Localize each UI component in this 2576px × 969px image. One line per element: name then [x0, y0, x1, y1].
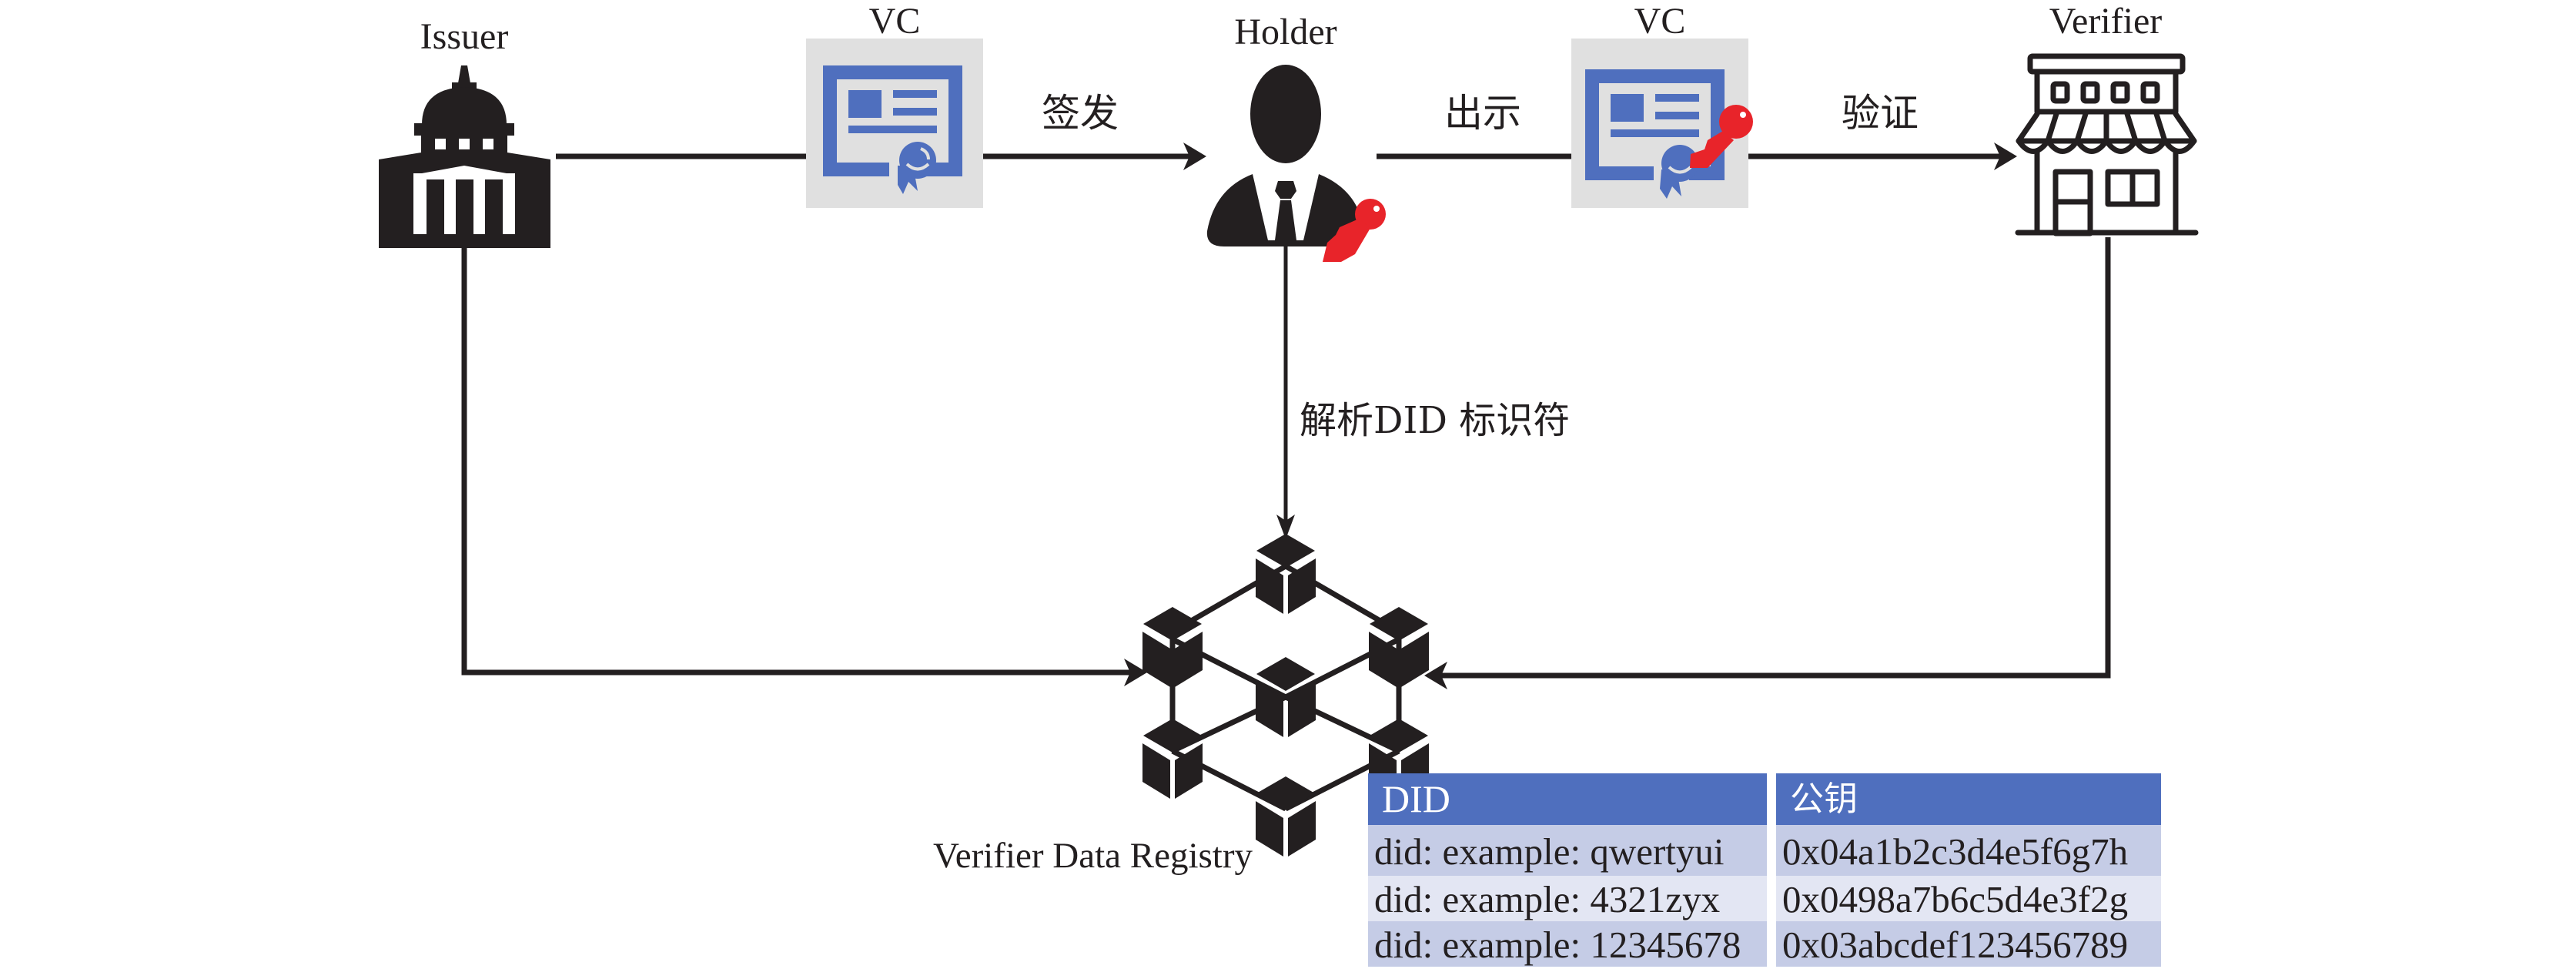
certificate-with-key-icon	[1571, 39, 1753, 208]
edge-label-verify: 验证	[1842, 91, 1919, 136]
edge-verifier-to-registry	[1441, 237, 2111, 679]
block-cube-icon	[1256, 776, 1316, 857]
person-with-key-icon	[1206, 65, 1386, 262]
edge-label-resolve: 解析DID 标识符	[1300, 399, 1571, 442]
edge-issuer-to-registry	[461, 248, 1130, 676]
block-cube-icon	[1256, 534, 1316, 614]
block-cube-icon	[1142, 719, 1203, 799]
registry-table-did-column: DID did: example: qwertyui did: example:…	[1368, 773, 1767, 967]
arrowhead-registry-right	[1424, 662, 1447, 689]
table-cell: did: example: 12345678	[1368, 921, 1767, 967]
block-cube-icon	[1369, 607, 1429, 687]
table-cell: did: example: 4321zyx	[1368, 876, 1767, 921]
edge-label-present: 出示	[1444, 91, 1521, 136]
storefront-icon	[2015, 53, 2199, 236]
issuer-label: Issuer	[420, 16, 509, 57]
registry-label: Verifier Data Registry	[933, 836, 1253, 876]
block-cube-icon	[1142, 607, 1203, 687]
edge-label-issue: 签发	[1042, 91, 1119, 136]
arrowhead-holder	[1183, 142, 1206, 170]
certificate-icon	[806, 39, 983, 208]
holder-label: Holder	[1234, 12, 1337, 52]
connectors	[461, 153, 2111, 679]
government-building-icon	[379, 65, 550, 248]
blockchain-network-icon	[1142, 534, 1429, 857]
table-cell: 0x03abcdef123456789	[1776, 921, 2161, 967]
block-cube-icon	[1256, 657, 1316, 737]
arrowhead-registry-left	[1124, 659, 1147, 686]
arrowheads	[1124, 142, 2017, 689]
table-cell: 0x04a1b2c3d4e5f6g7h	[1776, 825, 2161, 876]
table-cell: 0x0498a7b6c5d4e3f2g	[1776, 876, 2161, 921]
registry-table-key-column: 公钥 0x04a1b2c3d4e5f6g7h 0x0498a7b6c5d4e3f…	[1776, 773, 2161, 967]
table-header-did: DID	[1368, 773, 1767, 825]
arrowhead-verifier	[1994, 142, 2017, 170]
table-header-public-key: 公钥	[1776, 773, 2161, 825]
table-cell: did: example: qwertyui	[1368, 825, 1767, 876]
verifier-label: Verifier	[2049, 1, 2163, 42]
vc-presented-label: VC	[1634, 1, 1686, 42]
arrowhead-registry-top	[1276, 515, 1295, 539]
vc-issued-label: VC	[868, 1, 921, 42]
